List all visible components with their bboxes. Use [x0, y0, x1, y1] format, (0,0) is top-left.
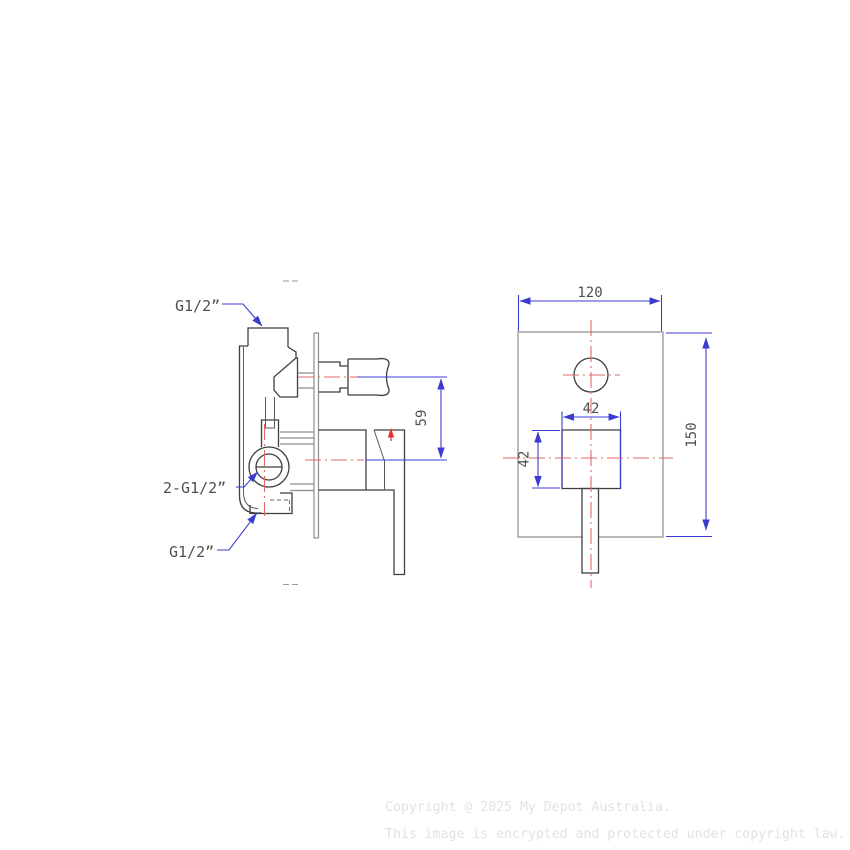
- dimension-150: 150: [666, 332, 712, 538]
- bottom-inlet-hidden-line: [270, 499, 290, 513]
- dim-42h-ext-lines: [532, 429, 560, 489]
- dimension-42-width: 42: [562, 401, 620, 421]
- leader-top-port: [222, 303, 263, 327]
- dimension-42-height: 42: [517, 429, 560, 489]
- right-view-front-face: 120 150 42 42: [503, 285, 712, 588]
- top-inlet-port: [247, 327, 289, 347]
- diverter-housing-cone: [273, 346, 299, 398]
- valve-body-outline: [238, 345, 262, 514]
- port-labels: G1/2” 2-G1/2” G1/2”: [163, 297, 263, 561]
- handle-detail-line: [373, 429, 385, 490]
- copyright-watermark: Copyright @ 2025 My Depot Australia. Thi…: [385, 800, 846, 842]
- lever-handle: [581, 487, 600, 574]
- label-side-ports: 2-G1/2”: [163, 479, 226, 497]
- dim-59-value: 59: [414, 410, 430, 427]
- label-bottom-port: G1/2”: [169, 543, 214, 561]
- leader-bottom-port: [217, 513, 257, 551]
- watermark-line-1: Copyright @ 2025 My Depot Australia.: [385, 800, 671, 815]
- label-top-port: G1/2”: [175, 297, 220, 315]
- dim-42h-value: 42: [517, 451, 533, 468]
- dim-150-value: 150: [684, 422, 700, 447]
- handle-body: [366, 429, 406, 576]
- dim-120-ext-lines: [517, 295, 663, 331]
- lower-thread-lines: [290, 483, 314, 492]
- dimension-120: 120: [517, 285, 663, 331]
- diverter-shaft: [318, 361, 348, 393]
- left-view-side-profile: 59 G1/2” 2-G1/2” G1/2”: [163, 280, 447, 585]
- dim-150-ext-lines: [666, 332, 712, 538]
- wall-plate-side: [313, 332, 320, 539]
- stem-neck: [265, 397, 275, 420]
- upper-thread-lines: [280, 431, 314, 445]
- bottom-inlet-port: [249, 492, 293, 515]
- valve-body-inner-line: [243, 347, 259, 509]
- side-port-outer-circle: [248, 446, 290, 488]
- stem-body: [260, 419, 280, 447]
- leader-side-ports: [236, 471, 258, 488]
- dim-42w-ext-lines: [561, 411, 622, 489]
- dimension-59: 59: [357, 376, 447, 461]
- dim-42w-value: 42: [583, 401, 600, 417]
- watermark-line-2: This image is encrypted and protected un…: [385, 827, 846, 842]
- shaft-connector-lines: [297, 372, 314, 389]
- stem-detail: [265, 420, 275, 429]
- dim-120-value: 120: [577, 285, 602, 301]
